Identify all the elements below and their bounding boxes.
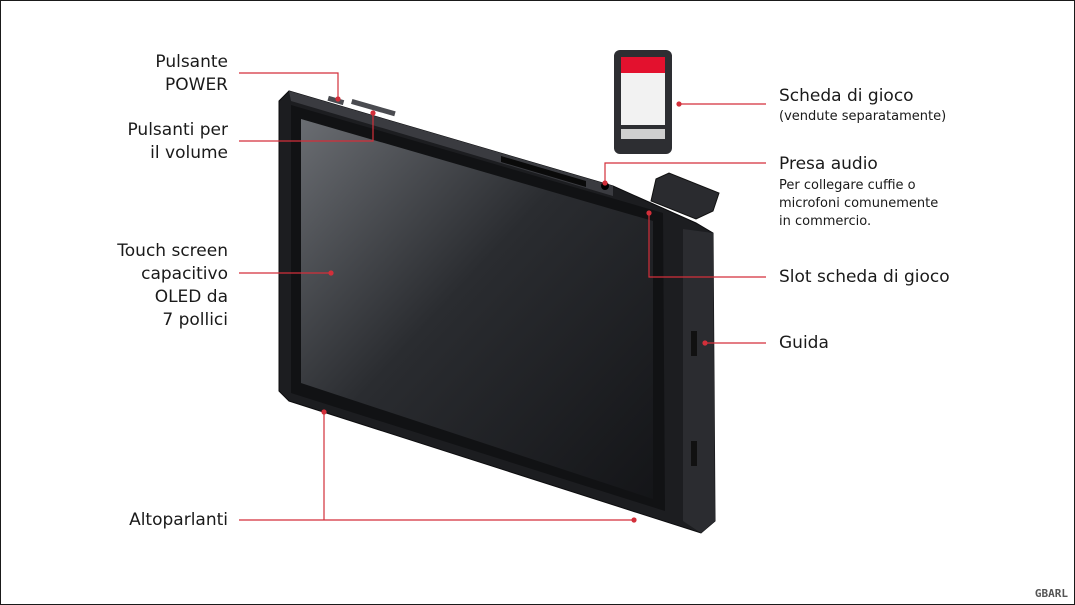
label-line: Touch screen [117,241,228,261]
label-line: il volume [150,143,228,163]
label-game-card: Scheda di gioco [779,86,914,106]
side-rail [683,229,715,533]
label-audio-note: Per collegare cuffie o microfoni comunem… [779,177,938,231]
power-button-shape [327,95,345,106]
touch-screen [301,119,653,499]
label-line: microfoni comunemente [779,196,939,211]
label-line: POWER [165,75,228,95]
leader-dots [321,96,708,523]
card-slot-flap [650,172,720,220]
leader-volume [239,111,374,142]
leader-audio [604,162,766,183]
game-card [614,50,672,154]
label-power-button: Pulsante POWER [155,51,228,97]
label-volume-buttons: Pulsanti per il volume [127,119,228,165]
label-line: OLED da [154,287,228,307]
air-vent [501,156,586,187]
label-rail: Guida [779,333,829,353]
label-line: Per collegare cuffie o [779,178,916,193]
rail-detail [691,331,697,356]
label-game-card-note: (vendute separatamente) [779,109,947,124]
label-line: Pulsante [155,52,228,72]
label-line: in commercio. [779,214,872,229]
label-line: 7 pollici [162,310,228,330]
label-card-slot: Slot scheda di gioco [779,267,950,287]
leader-slot [648,213,766,278]
rail-detail [691,441,697,466]
label-line: capacitivo [141,264,228,284]
label-speakers: Altoparlanti [129,510,228,530]
label-line: Pulsanti per [127,120,228,140]
leader-power [239,72,339,99]
leader-lines [239,72,766,521]
volume-buttons-shape [351,99,396,117]
watermark-logo: GBARL [1034,587,1068,600]
label-touch-screen: Touch screen capacitivo OLED da 7 pollic… [117,240,228,332]
label-audio-jack: Presa audio [779,154,878,174]
